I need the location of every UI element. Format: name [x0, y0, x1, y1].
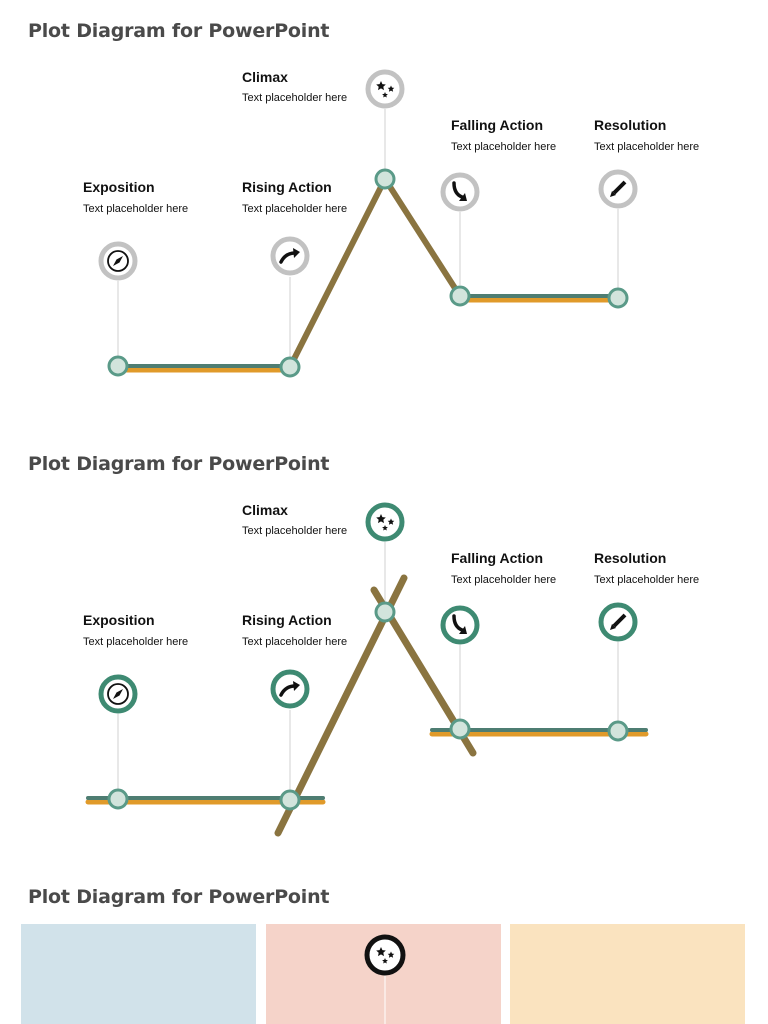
pencil-icon — [598, 602, 638, 642]
s1-falling-title: Falling Action — [451, 117, 544, 133]
stars-icon — [365, 502, 405, 542]
compass-icon — [98, 674, 138, 714]
s1-resolution-title: Resolution — [594, 117, 667, 133]
s2-exposition-subtitle: Text placeholder here — [83, 636, 189, 648]
s2-resolution-subtitle: Text placeholder here — [594, 574, 700, 586]
pencil-icon — [598, 169, 638, 209]
s1-falling-subtitle: Text placeholder here — [451, 141, 557, 153]
s2-rising-subtitle: Text placeholder here — [242, 636, 348, 648]
slide-3-title: Plot Diagram for PowerPoint — [28, 886, 330, 908]
s2-node-exposition — [107, 788, 129, 810]
arrow-down-right-icon — [440, 172, 480, 212]
s1-rising-line — [287, 176, 388, 370]
s2-rising-title: Rising Action — [242, 612, 332, 628]
s1-resolution-line — [460, 294, 618, 303]
s2-resolution-title: Resolution — [594, 550, 667, 566]
s1-climax-subtitle: Text placeholder here — [242, 92, 348, 104]
s1-node-falling — [449, 285, 471, 307]
s2-node-climax — [374, 601, 396, 623]
arrow-up-right-icon — [270, 236, 310, 276]
s2-node-rising — [279, 789, 301, 811]
panel-yellow — [510, 924, 745, 1024]
s1-node-rising — [279, 356, 301, 378]
s2-plot-diagram — [85, 502, 649, 837]
s1-node-exposition — [107, 355, 129, 377]
s2-node-resolution — [607, 720, 629, 742]
slide-2-title: Plot Diagram for PowerPoint — [28, 453, 330, 475]
s2-node-falling — [449, 718, 471, 740]
s2-falling-title: Falling Action — [451, 550, 544, 566]
s2-exposition-title: Exposition — [83, 612, 155, 628]
s1-node-resolution — [607, 287, 629, 309]
s1-rising-title: Rising Action — [242, 179, 332, 195]
s1-rising-subtitle: Text placeholder here — [242, 203, 348, 215]
s1-exposition-title: Exposition — [83, 179, 155, 195]
slide-1-title: Plot Diagram for PowerPoint — [28, 20, 330, 42]
s1-climax-title: Climax — [242, 69, 288, 85]
s3-panel-graphics — [364, 934, 406, 1024]
s1-plot-diagram — [98, 69, 638, 378]
s1-exposition-subtitle: Text placeholder here — [83, 203, 189, 215]
arrow-down-right-icon — [440, 605, 480, 645]
stars-icon — [364, 934, 406, 976]
arrow-up-right-icon — [270, 669, 310, 709]
s2-falling-subtitle: Text placeholder here — [451, 574, 557, 586]
s1-resolution-subtitle: Text placeholder here — [594, 141, 700, 153]
s2-connectors — [117, 542, 619, 790]
s1-falling-line — [382, 176, 463, 299]
stars-icon — [365, 69, 405, 109]
s2-climax-title: Climax — [242, 502, 288, 518]
panel-blue — [21, 924, 256, 1024]
s1-connectors — [117, 109, 619, 357]
s2-climax-subtitle: Text placeholder here — [242, 525, 348, 537]
compass-icon — [98, 241, 138, 281]
s1-exposition-line — [118, 364, 290, 373]
s1-node-climax — [374, 168, 396, 190]
